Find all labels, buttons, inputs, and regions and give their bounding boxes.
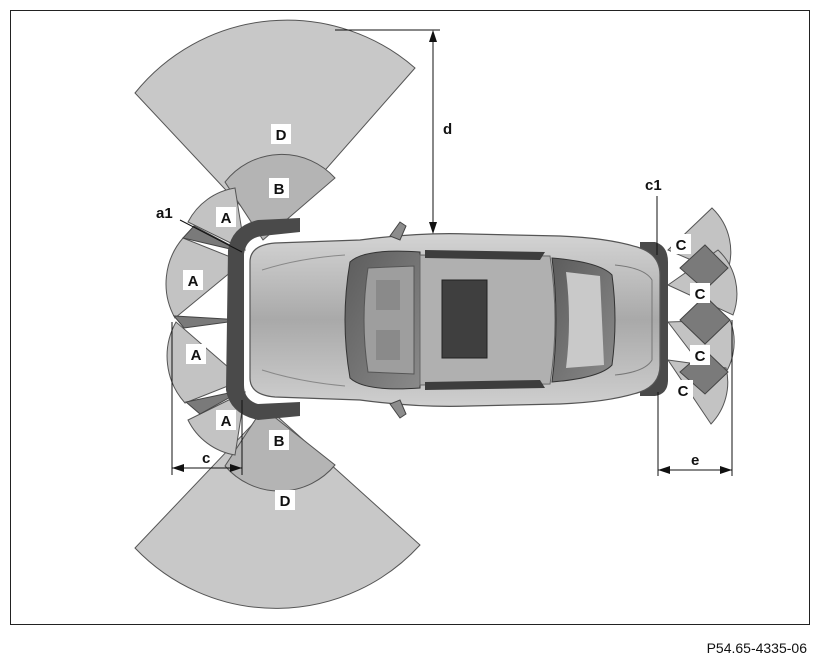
rear-bumper [640, 242, 668, 396]
label-d-top: D [276, 127, 287, 144]
label-box-a-4 [216, 410, 236, 430]
label-d-bottom: D [280, 493, 291, 510]
dim-d-arrow-top [429, 30, 437, 42]
dim-d-label: d [443, 121, 452, 138]
label-a-4: A [221, 413, 232, 430]
car-top-view [249, 221, 661, 419]
label-box-c-1 [671, 234, 691, 254]
dim-e-arrow-right [720, 466, 732, 474]
zone-overlap-rear-1 [679, 244, 729, 291]
label-c-3: C [695, 348, 706, 365]
dim-e-label: e [691, 452, 699, 469]
label-box-b-bottom [269, 430, 289, 450]
label-box-b-top [269, 178, 289, 198]
zone-overlap-rear-2 [679, 295, 731, 345]
label-c-4: C [678, 383, 689, 400]
callout-c1-label: c1 [645, 177, 662, 194]
figure-code: P54.65-4335-06 [706, 640, 807, 656]
dim-c-label: c [202, 450, 210, 467]
label-b-bottom: B [274, 433, 285, 450]
label-a-3: A [191, 347, 202, 364]
zone-overlap-front-1 [182, 225, 244, 253]
label-box-d-top [271, 124, 291, 144]
label-box-d-bottom [275, 490, 295, 510]
label-box-a-2 [183, 270, 203, 290]
callout-a1-label: a1 [156, 205, 173, 222]
label-c-2: C [695, 286, 706, 303]
front-bumper [226, 218, 300, 420]
label-c-1: C [676, 237, 687, 254]
dim-c-arrow-right [230, 464, 242, 472]
label-a-2: A [188, 273, 199, 290]
label-box-c-4 [673, 380, 693, 400]
label-box-a-1 [216, 207, 236, 227]
zone-a-2 [165, 237, 244, 319]
dim-e-arrow-left [658, 466, 670, 474]
label-box-c-3 [690, 345, 710, 365]
callout-a1-leader [179, 219, 243, 253]
label-a-1: A [221, 210, 232, 227]
zone-overlap-front-2 [172, 315, 244, 329]
dim-d-arrow-bottom [429, 222, 437, 234]
label-box-a-3 [186, 344, 206, 364]
label-b-top: B [274, 181, 285, 198]
dim-c-arrow-left [172, 464, 184, 472]
label-box-c-2 [690, 283, 710, 303]
